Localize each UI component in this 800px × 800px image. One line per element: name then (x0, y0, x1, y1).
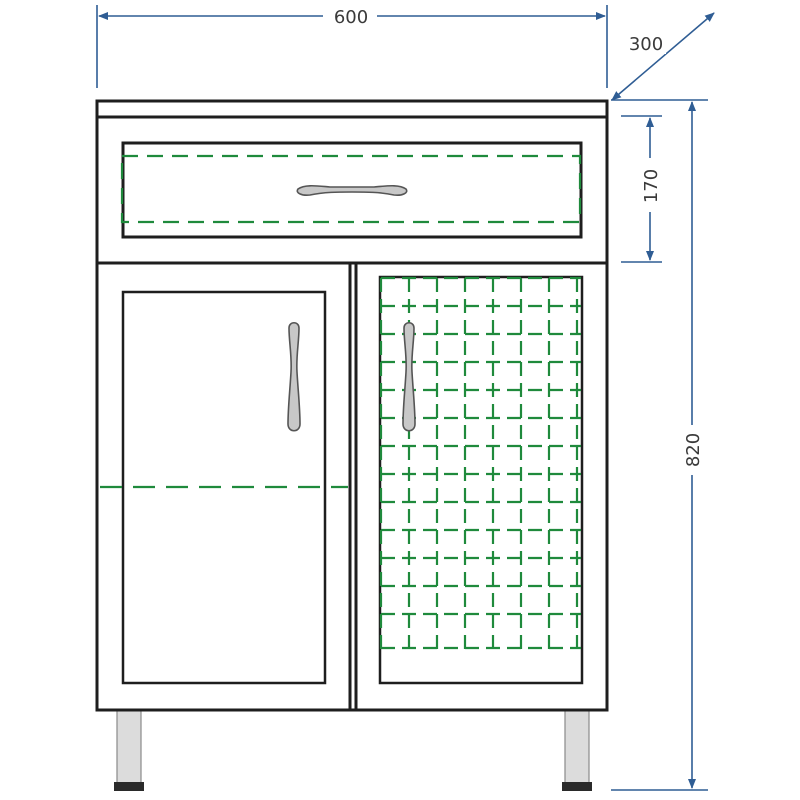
drawer-interior-dashed (120, 154, 582, 224)
width-dimension: 600 (96, 5, 608, 88)
cabinet (95, 99, 609, 791)
leg-right (564, 709, 590, 785)
drawer-height-dimension: 170 (621, 115, 662, 263)
width-label: 600 (334, 7, 368, 28)
total-height-label: 820 (683, 433, 704, 467)
left-door-handle (287, 321, 301, 432)
leg-left-foot (114, 782, 144, 791)
drawer-handle (296, 184, 408, 196)
drawer-height-label: 170 (641, 169, 662, 203)
depth-dimension: 300 (611, 12, 715, 101)
right-door-handle (402, 321, 416, 432)
total-height-dimension: 820 (611, 99, 708, 791)
depth-label: 300 (629, 34, 663, 55)
depth-dimension-line (611, 12, 715, 101)
leg-left (116, 709, 142, 785)
leg-right-foot (562, 782, 592, 791)
